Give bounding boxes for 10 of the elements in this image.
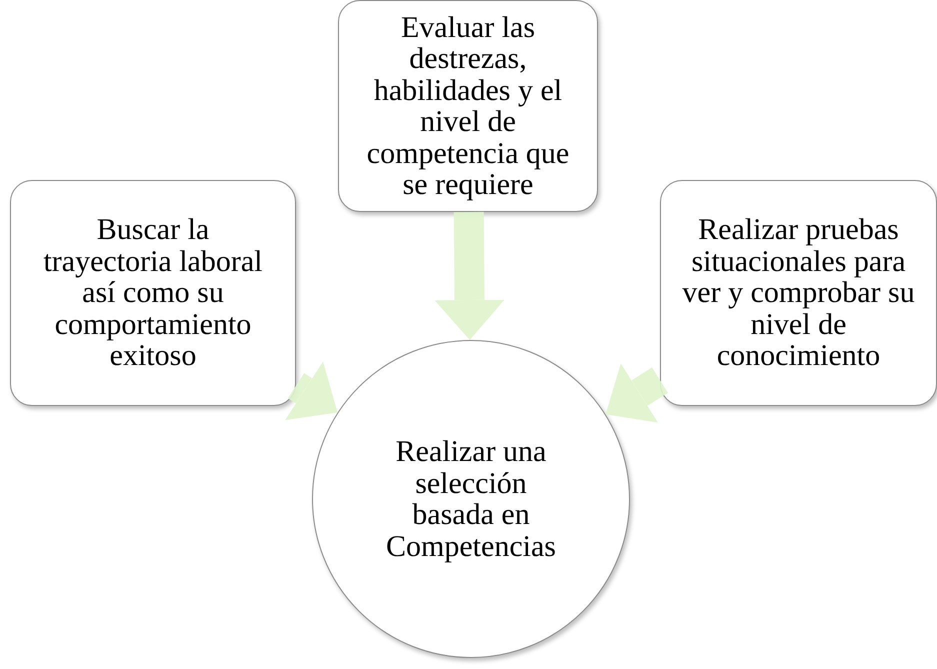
node-text: Realizar pruebas situacionales para ver y comprobar su nivel de conocimiento bbox=[681, 214, 916, 372]
node-text: Realizar una selección basada en Competencias bbox=[385, 436, 557, 562]
rounded-box bbox=[10, 180, 296, 406]
rounded-box bbox=[660, 180, 937, 406]
block-arrow bbox=[606, 363, 668, 423]
block-arrow bbox=[284, 361, 338, 420]
block-arrow bbox=[434, 212, 504, 340]
node-text: Evaluar las destrezas, habilidades y el nivel de competencia que se requiere bbox=[366, 12, 570, 200]
rounded-box bbox=[338, 0, 598, 212]
node-text: Buscar la trayectoria laboral así como su comportamiento exitoso bbox=[42, 214, 264, 372]
